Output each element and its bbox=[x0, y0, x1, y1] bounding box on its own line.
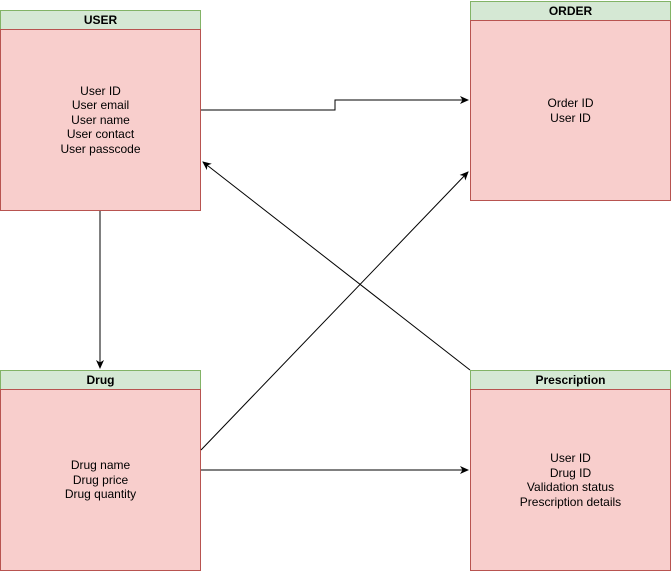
entity-drug-field: Drug price bbox=[72, 472, 129, 487]
entity-prescription-field: Drug ID bbox=[549, 465, 592, 480]
connector-user-to-order[interactable] bbox=[201, 96, 469, 111]
entity-drug-field: Drug name bbox=[70, 458, 131, 473]
entity-prescription-field: User ID bbox=[550, 451, 591, 465]
entity-drug-field: Drug quantity bbox=[64, 487, 137, 502]
entity-user-title: USER bbox=[0, 10, 201, 30]
connector-drug-to-order[interactable] bbox=[200, 171, 469, 451]
entity-order-field: User ID bbox=[550, 110, 591, 125]
entity-prescription-title: Prescription bbox=[470, 370, 671, 390]
entity-order-body: Order ID User ID bbox=[470, 20, 671, 201]
entity-user-body: User ID User email User name User contac… bbox=[0, 29, 201, 211]
entity-drug-body: Drug name Drug price Drug quantity bbox=[0, 389, 201, 571]
entity-user-field: User passcode bbox=[60, 141, 141, 156]
entity-prescription-field: Prescription details bbox=[519, 494, 622, 509]
entity-order-field: Order ID bbox=[547, 96, 594, 110]
entity-order-title: ORDER bbox=[470, 1, 671, 21]
entity-prescription-body: User ID Drug ID Validation status Prescr… bbox=[470, 389, 671, 571]
entity-prescription-field: Validation status bbox=[526, 480, 615, 494]
entity-user-field: User name bbox=[71, 112, 130, 127]
entity-user-field: User email bbox=[71, 98, 130, 113]
entity-drug-title: Drug bbox=[0, 370, 201, 390]
entity-prescription[interactable]: Prescription User ID Drug ID Validation … bbox=[470, 370, 671, 571]
entity-drug[interactable]: Drug Drug name Drug price Drug quantity bbox=[0, 370, 201, 571]
entity-user[interactable]: USER User ID User email User name User c… bbox=[0, 10, 201, 211]
connector-prescription-to-user[interactable] bbox=[202, 161, 471, 371]
entity-order[interactable]: ORDER Order ID User ID bbox=[470, 1, 671, 201]
entity-user-field: User ID bbox=[80, 83, 121, 98]
entity-user-field: User contact bbox=[66, 127, 135, 142]
